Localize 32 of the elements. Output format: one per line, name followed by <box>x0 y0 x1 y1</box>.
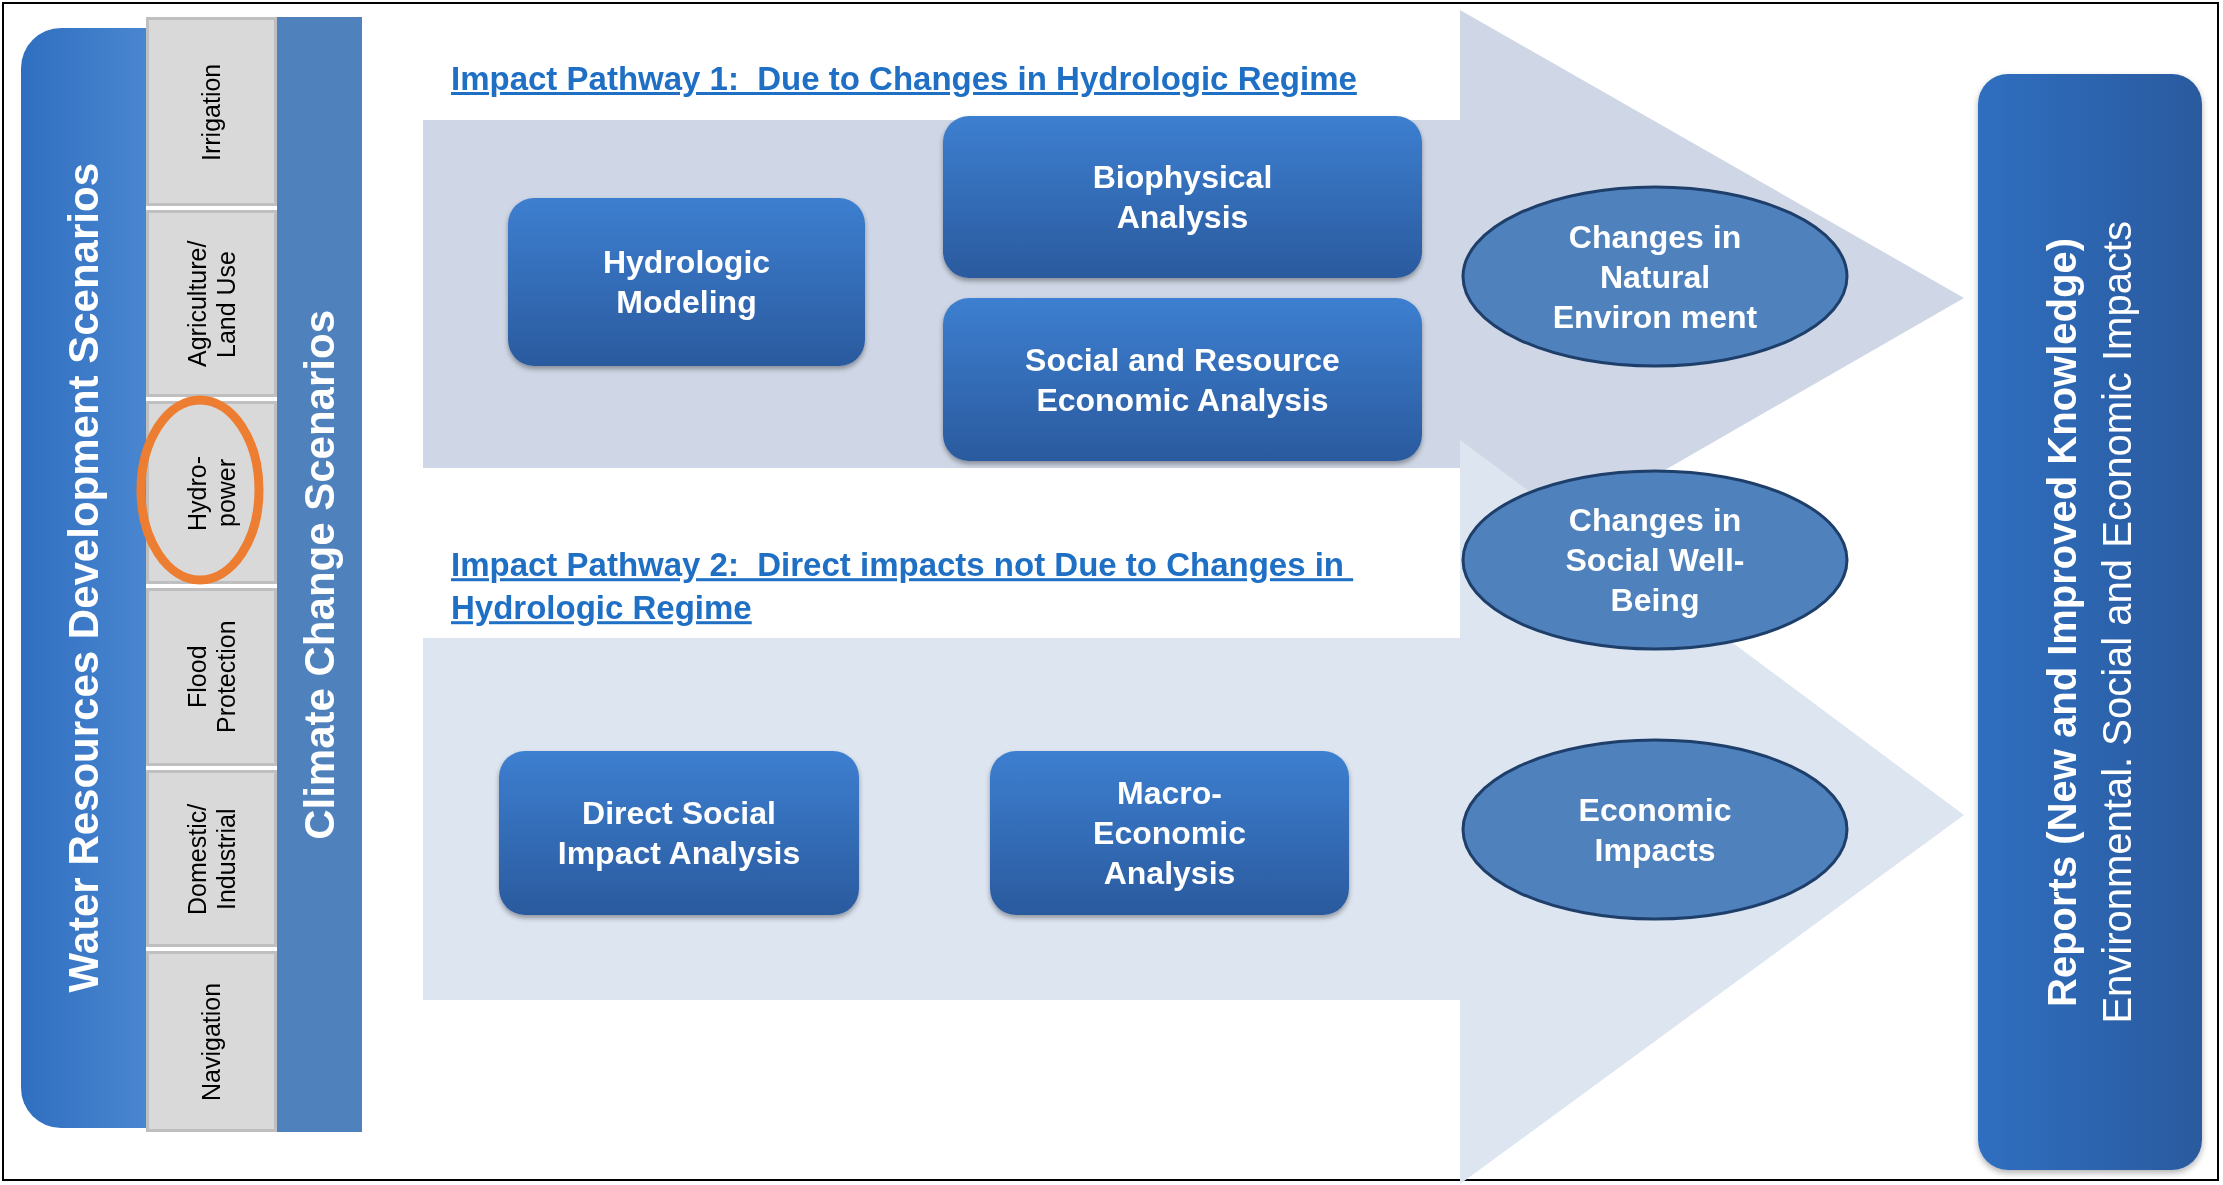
sector-label: Domestic/ Industrial <box>182 801 241 917</box>
sector-cell <box>146 951 277 1132</box>
ellipse-label: Economic Impacts <box>1577 790 1733 870</box>
ellipse-label: Changes in Social Well-Being <box>1564 501 1746 620</box>
sector-label: Agriculture/ Land Use <box>182 239 241 369</box>
sector-cell <box>146 588 277 766</box>
box-label: Social and Resource Economic Analysis <box>1024 340 1341 420</box>
process-box <box>943 298 1422 461</box>
box-label: Biophysical Analysis <box>1091 158 1274 237</box>
sector-cell <box>146 770 277 947</box>
process-box <box>990 751 1349 915</box>
sector-cell <box>146 17 277 206</box>
process-box <box>943 116 1422 278</box>
scenario-band <box>21 28 146 1128</box>
sector-cell <box>146 210 277 397</box>
report-subtitle: Environmental. Social and Economic Impacts <box>2095 220 2140 1024</box>
box-label: Direct Social Impact Analysis <box>556 794 802 873</box>
sector-label: Navigation <box>197 981 226 1103</box>
box-label: Macro- Economic Analysis <box>1092 774 1247 893</box>
scenario-band <box>277 17 362 1132</box>
band-label: Water Resources Development Scenarios <box>59 163 108 993</box>
sector-label: Flood Protection <box>182 619 241 736</box>
report-box <box>1978 74 2202 1170</box>
process-box <box>499 751 859 915</box>
pathway-heading: Impact Pathway 1: Due to Changes in Hydrologic Regime <box>451 59 1358 99</box>
sector-label: Hydro- power <box>182 454 241 532</box>
process-box <box>508 198 865 366</box>
ellipse-label: Changes in Natural Environ ment <box>1551 217 1759 337</box>
band-label: Climate Change Scenarios <box>295 309 344 840</box>
box-label: Hydrologic Modeling <box>601 243 772 322</box>
sector-label: Irrigation <box>197 61 226 163</box>
report-title: Reports (New and Improved Knowledge) <box>2040 237 2085 1007</box>
